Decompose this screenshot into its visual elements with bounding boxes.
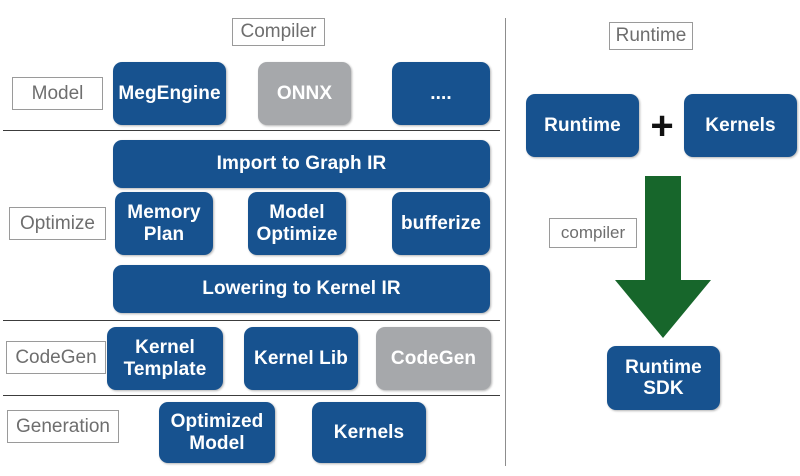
arrow-label-compiler: compiler — [549, 218, 637, 248]
node-runtime[interactable]: Runtime — [526, 94, 639, 157]
node-memory-plan[interactable]: Memory Plan — [115, 192, 213, 255]
banner-import-to-graph-ir[interactable]: Import to Graph IR — [113, 140, 490, 188]
rule-optimize-codegen — [3, 320, 500, 321]
node-runtime-sdk[interactable]: Runtime SDK — [607, 346, 720, 410]
node-onnx[interactable]: ONNX — [258, 62, 351, 125]
compiler-title: Compiler — [232, 18, 325, 46]
compiler-arrow — [615, 176, 711, 338]
node-kernel-template[interactable]: Kernel Template — [107, 327, 223, 390]
node-codegen[interactable]: CodeGen — [376, 327, 491, 390]
rule-codegen-generation — [3, 395, 500, 396]
node-generated-kernels[interactable]: Kernels — [312, 402, 426, 463]
row-label-generation: Generation — [7, 410, 119, 443]
plus-operator: + — [650, 104, 674, 148]
node-runtime-kernels[interactable]: Kernels — [684, 94, 797, 157]
row-label-codegen: CodeGen — [6, 341, 106, 374]
node-model-optimize[interactable]: Model Optimize — [248, 192, 346, 255]
node-bufferize[interactable]: bufferize — [392, 192, 490, 255]
panel-divider — [505, 18, 506, 466]
rule-model-optimize — [3, 130, 500, 131]
banner-lowering-to-kernel-ir[interactable]: Lowering to Kernel IR — [113, 265, 490, 313]
node-kernel-lib[interactable]: Kernel Lib — [244, 327, 358, 390]
node-optimized-model[interactable]: Optimized Model — [159, 402, 275, 463]
down-arrow-icon — [615, 176, 711, 338]
row-label-model: Model — [12, 77, 103, 110]
row-label-optimize: Optimize — [9, 207, 106, 240]
node-model-other[interactable]: .... — [392, 62, 490, 125]
runtime-title: Runtime — [609, 22, 693, 50]
node-megengine[interactable]: MegEngine — [113, 62, 226, 125]
